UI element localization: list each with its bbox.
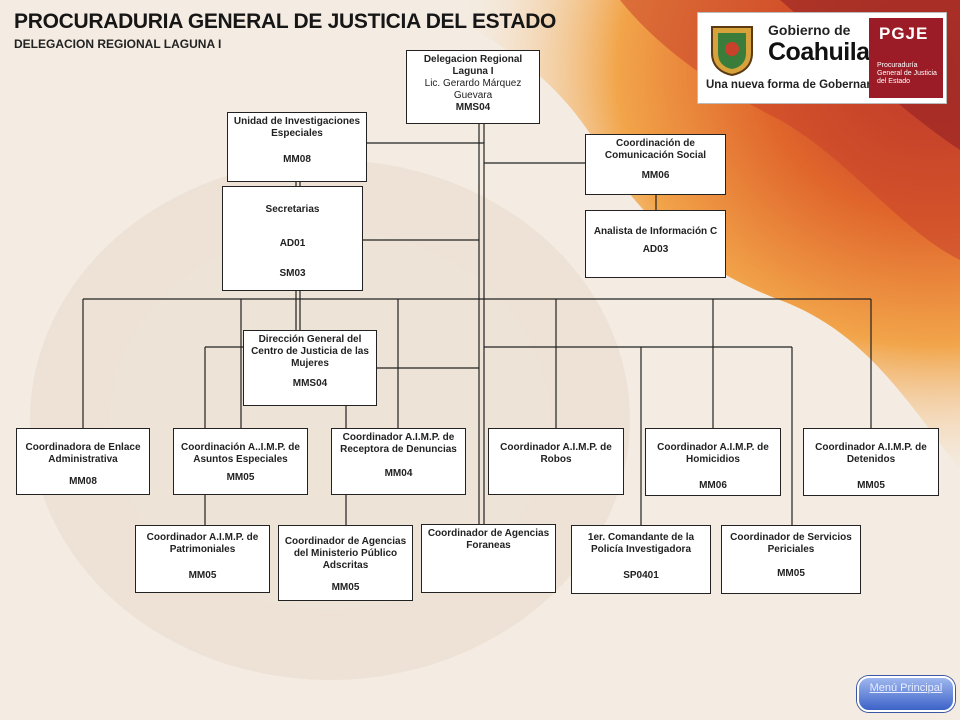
logo-line2: Coahuila	[768, 38, 870, 66]
coat-of-arms-icon	[711, 26, 753, 77]
node-asuntos-name: Coordinación A..I.M.P. de Asuntos Especi…	[181, 442, 300, 465]
node-analista: Analista de Información C AD03	[585, 210, 726, 278]
pgje-org-name: Procuraduría General de Justicia del Est…	[877, 62, 937, 86]
node-delegacion-person: Lic. Gerardo Márquez Guevara	[424, 78, 522, 101]
node-agencias-mp-name: Coordinador de Agencias del Ministerio P…	[284, 536, 407, 571]
node-patrimoniales-name: Coordinador A.I.M.P. de Patrimoniales	[146, 532, 259, 555]
page-subtitle: DELEGACION REGIONAL LAGUNA I	[14, 37, 222, 51]
page-title: PROCURADURIA GENERAL DE JUSTICIA DEL EST…	[14, 10, 557, 33]
node-agencias-mp: Coordinador de Agencias del Ministerio P…	[278, 525, 413, 601]
node-periciales: Coordinador de Servicios Periciales MM05	[721, 525, 861, 594]
node-delegacion-code: MMS04	[455, 102, 491, 113]
node-periciales-name: Coordinador de Servicios Periciales	[730, 532, 852, 555]
node-enlace-name: Coordinadora de Enlace Administrativa	[25, 442, 141, 465]
node-comandante-code: SP0401	[623, 570, 659, 581]
node-detenidos: Coordinador A.I.M.P. de Detenidos MM05	[803, 428, 939, 496]
node-comunicacion-name: Coordinación de Comunicación Social	[604, 138, 707, 161]
logo-line1: Gobierno de	[768, 22, 851, 38]
node-unidad-code: MM08	[283, 154, 311, 165]
node-periciales-code: MM05	[777, 568, 805, 579]
node-direccion-code: MMS04	[292, 378, 328, 389]
node-detenidos-name: Coordinador A.I.M.P. de Detenidos	[815, 442, 927, 465]
node-receptora-code: MM04	[384, 468, 413, 479]
node-secretarias-code1: AD01	[279, 238, 306, 249]
node-unidad: Unidad de Investigaciones Especiales MM0…	[227, 112, 367, 182]
node-asuntos: Coordinación A..I.M.P. de Asuntos Especi…	[173, 428, 308, 495]
node-unidad-name: Unidad de Investigaciones Especiales	[233, 116, 361, 139]
node-receptora: Coordinador A.I.M.P. de Receptora de Den…	[331, 428, 466, 495]
node-foraneas-name: Coordinador de Agencias Foraneas	[427, 528, 550, 551]
logo-slogan: Una nueva forma de Gobernar	[706, 79, 871, 91]
pgje-badge: PGJE Procuraduría General de Justicia de…	[869, 18, 943, 98]
node-direccion-name: Dirección General del Centro de Justicia…	[251, 334, 369, 369]
node-comunicacion: Coordinación de Comunicación Social MM06	[585, 134, 726, 195]
main-menu-button[interactable]: Menú Principal	[857, 676, 955, 712]
node-patrimoniales: Coordinador A.I.M.P. de Patrimoniales MM…	[135, 525, 270, 593]
node-robos: Coordinador A.I.M.P. de Robos	[488, 428, 624, 495]
pgje-acronym: PGJE	[879, 24, 929, 43]
node-delegacion: Delegacion Regional Laguna I Lic. Gerard…	[406, 50, 540, 124]
node-comandante-name: 1er. Comandante de la Policía Investigad…	[587, 532, 695, 555]
node-secretarias-code2: SM03	[279, 268, 306, 279]
node-homicidios-name: Coordinador A.I.M.P. de Homicidios	[657, 442, 769, 465]
node-secretarias-name: Secretarias	[265, 204, 320, 215]
node-analista-code: AD03	[642, 244, 669, 255]
node-homicidios: Coordinador A.I.M.P. de Homicidios MM06	[645, 428, 781, 496]
node-agencias-mp-code: MM05	[331, 582, 360, 593]
government-logo: Gobierno de Coahuila Una nueva forma de …	[697, 12, 947, 104]
node-enlace: Coordinadora de Enlace Administrativa MM…	[16, 428, 150, 495]
node-comandante: 1er. Comandante de la Policía Investigad…	[571, 525, 711, 594]
node-detenidos-code: MM05	[857, 480, 885, 491]
node-delegacion-name: Delegacion Regional Laguna I	[423, 54, 523, 77]
node-robos-name: Coordinador A.I.M.P. de Robos	[500, 442, 612, 465]
node-homicidios-code: MM06	[699, 480, 727, 491]
node-analista-name: Analista de Información C	[593, 226, 718, 237]
node-asuntos-code: MM05	[226, 472, 255, 483]
node-enlace-code: MM08	[69, 476, 97, 487]
node-foraneas: Coordinador de Agencias Foraneas	[421, 524, 556, 593]
node-patrimoniales-code: MM05	[188, 570, 217, 581]
node-secretarias: Secretarias AD01 SM03	[222, 186, 363, 291]
node-receptora-name: Coordinador A.I.M.P. de Receptora de Den…	[340, 432, 457, 455]
node-comunicacion-code: MM06	[641, 170, 670, 181]
node-direccion: Dirección General del Centro de Justicia…	[243, 330, 377, 406]
